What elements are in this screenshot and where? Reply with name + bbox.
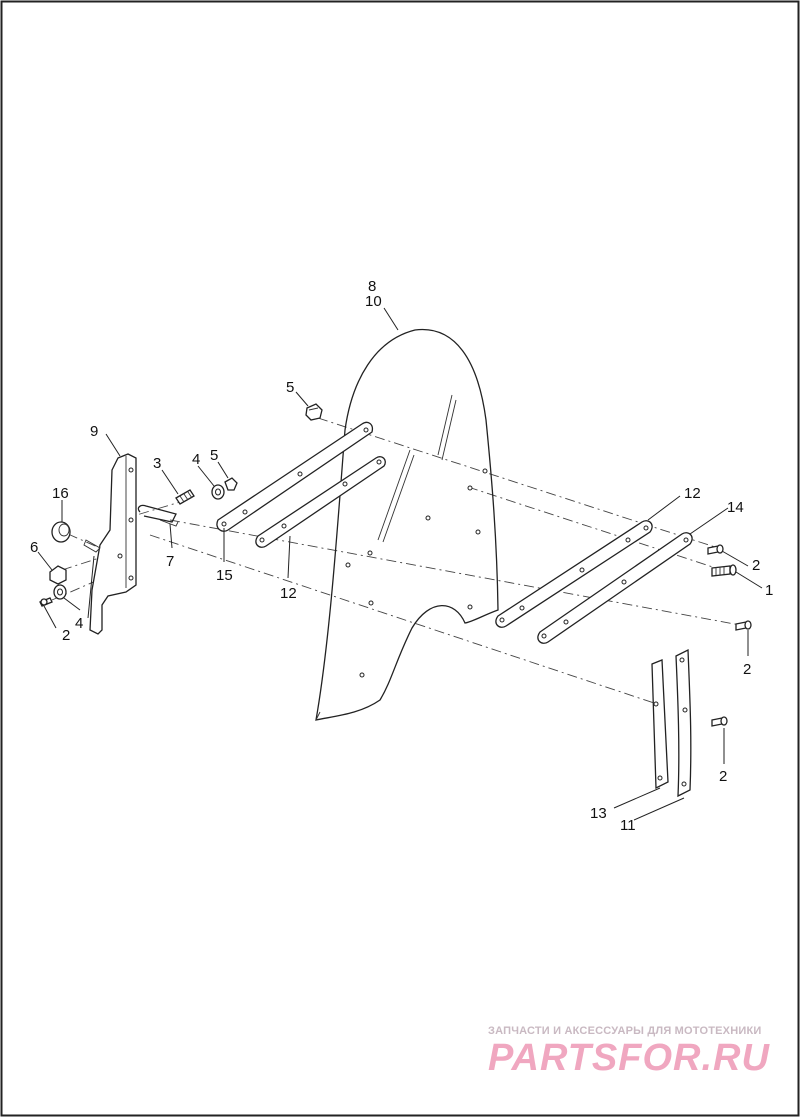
watermark-logo: PARTSFOR.RU (488, 1037, 770, 1079)
washer-left-4 (53, 584, 67, 600)
callout-10: 10 (365, 293, 382, 310)
left-mount-bracket (83, 453, 137, 635)
callout-15: 15 (216, 567, 233, 584)
callout-4-left: 4 (75, 615, 83, 632)
callout-4-top: 4 (192, 451, 200, 468)
callout-labels: 8 10 5 9 3 4 5 16 6 7 15 12 4 2 12 14 2 … (30, 278, 773, 834)
screw-right-2-top (707, 544, 724, 555)
callout-2-right-mid: 2 (743, 661, 751, 678)
screw-right-2-mid (735, 620, 752, 631)
screw-left-2 (39, 597, 53, 607)
callout-13: 13 (590, 805, 607, 822)
mount-strip-12-left (255, 456, 386, 548)
callout-12-right: 12 (684, 485, 701, 502)
callout-16: 16 (52, 485, 69, 502)
mount-strip-14 (537, 532, 693, 644)
callout-5-mid: 5 (210, 447, 218, 464)
watermark: ЗАПЧАСТИ И АКСЕССУАРЫ ДЛЯ МОТОТЕХНИКИ PA… (488, 1025, 770, 1079)
callout-5-top: 5 (286, 379, 294, 396)
acorn-nut-5 (224, 477, 238, 491)
callout-6: 6 (30, 539, 38, 556)
mount-strip-12-right (495, 520, 653, 628)
windshield (315, 328, 499, 721)
callout-14: 14 (727, 499, 744, 516)
callout-12-left: 12 (280, 585, 297, 602)
callout-2-right-low: 2 (719, 768, 727, 785)
washer-4 (211, 484, 225, 500)
callout-1: 1 (765, 582, 773, 599)
acorn-nut-5-top (305, 403, 323, 421)
callout-9: 9 (90, 423, 98, 440)
callout-7: 7 (166, 553, 174, 570)
stud (175, 489, 195, 505)
grommet-16 (51, 521, 71, 543)
leader-lines (37, 307, 763, 821)
callout-3: 3 (153, 455, 161, 472)
screw-right-1 (711, 564, 737, 577)
mount-strip-15 (216, 421, 374, 532)
vertical-brace-13 (651, 659, 669, 790)
vertical-brace-11 (675, 648, 692, 798)
callout-2-left: 2 (62, 627, 70, 644)
clip (137, 504, 179, 527)
callout-8: 8 (368, 278, 376, 295)
screw-right-2-low (711, 716, 728, 727)
acorn-nut-6 (49, 565, 67, 585)
callout-11: 11 (620, 817, 636, 834)
callout-2-right-top: 2 (752, 557, 760, 574)
watermark-tagline: ЗАПЧАСТИ И АКСЕССУАРЫ ДЛЯ МОТОТЕХНИКИ (488, 1025, 761, 1037)
